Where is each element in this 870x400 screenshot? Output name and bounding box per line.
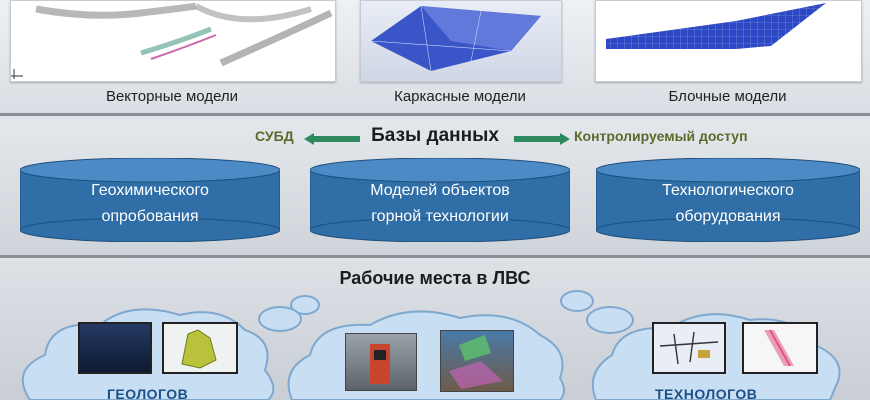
- models-band: Векторные модели Каркасные модели Блочны…: [0, 0, 870, 116]
- databases-title: Базы данных: [371, 125, 499, 146]
- technologists-label: ТЕХНОЛОГОВ: [655, 386, 758, 400]
- vector-model-caption: Векторные модели: [105, 88, 239, 105]
- block-model-caption: Блочные модели: [668, 88, 787, 105]
- thought-bubble: [560, 290, 594, 312]
- equipment-db-cylinder: Технологического оборудования: [596, 158, 860, 242]
- workstations-title: Рабочие места в ЛВС: [339, 268, 531, 288]
- geologist-monitor-2: [162, 322, 238, 374]
- thought-bubble: [290, 295, 320, 315]
- vector-model-image: [10, 0, 336, 82]
- right-arrow-icon: [514, 133, 570, 145]
- geochemical-db-line2: опробования: [101, 208, 199, 225]
- open-pit-photo: [440, 330, 514, 392]
- dbms-label: СУБД: [255, 128, 294, 144]
- equipment-db-line1: Технологического: [662, 182, 794, 199]
- geologists-label: ГЕОЛОГОВ: [107, 386, 189, 400]
- technologist-monitor-2: [742, 322, 818, 374]
- mining-objects-db-line1: Моделей объектов: [370, 182, 510, 199]
- mining-objects-db-cylinder: Моделей объектов горной технологии: [310, 158, 570, 242]
- wireframe-model-image: [360, 0, 562, 82]
- geochemical-db-cylinder: Геохимического опробования: [20, 158, 280, 242]
- left-arrow-icon: [304, 133, 360, 145]
- controlled-access-label: Контролируемый доступ: [574, 128, 748, 144]
- mining-equipment-photo: [345, 333, 417, 391]
- technologist-monitor-1: [652, 322, 726, 374]
- geologist-monitor-1: [78, 322, 152, 374]
- geochemical-db-line1: Геохимического: [91, 182, 209, 199]
- block-model-image: [595, 0, 862, 82]
- wireframe-model-caption: Каркасные модели: [394, 88, 526, 105]
- thought-bubble: [258, 306, 302, 332]
- thought-bubble: [586, 306, 634, 334]
- equipment-db-line2: оборудования: [675, 208, 781, 225]
- mining-objects-db-line2: горной технологии: [371, 208, 509, 225]
